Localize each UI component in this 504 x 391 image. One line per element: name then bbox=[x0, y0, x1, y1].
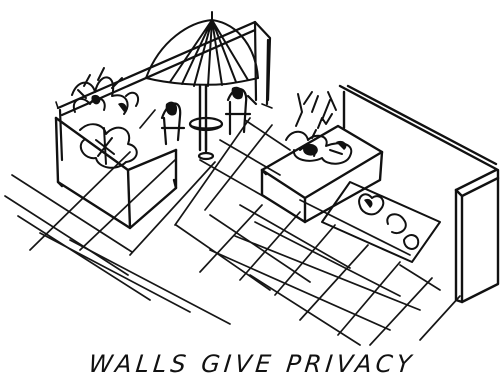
right-planter-box bbox=[262, 126, 382, 222]
rock-garden bbox=[322, 182, 440, 262]
caption: WALLS GIVE PRIVACY bbox=[0, 350, 504, 378]
paving-grid bbox=[5, 110, 460, 345]
patio-chairs bbox=[162, 87, 256, 144]
left-planter-box bbox=[56, 118, 176, 228]
